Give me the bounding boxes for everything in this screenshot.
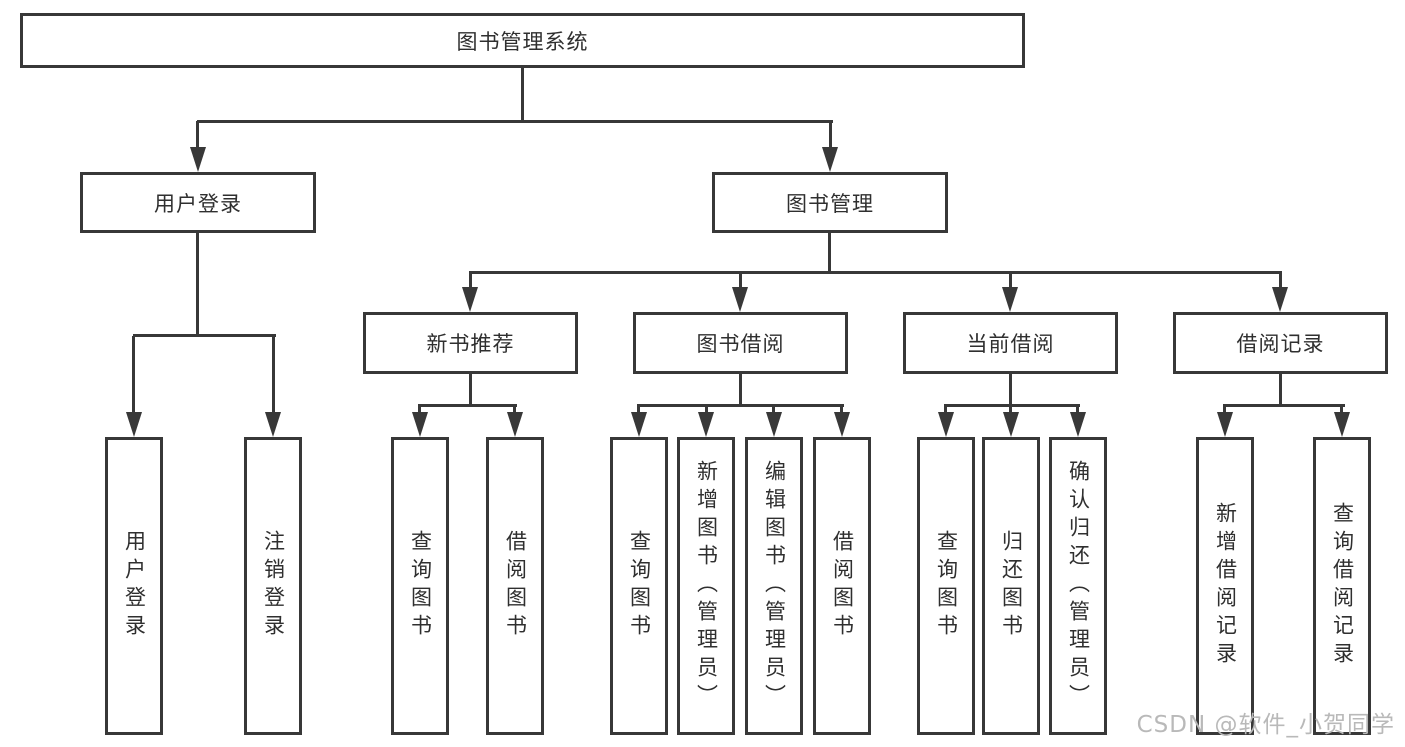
leaf-borrow-books: 借阅图书 [813, 437, 871, 735]
connector-line [1009, 405, 1012, 417]
connector-line [469, 271, 1282, 274]
arrow-down-icon [1002, 287, 1018, 312]
node-root-label: 图书管理系统 [456, 29, 589, 54]
connector-line [197, 120, 833, 123]
leaf-query-books-current: 查询图书 [917, 437, 975, 735]
arrow-down-icon [1217, 412, 1233, 437]
leaf-confirm-return-admin-label: 确认归还（管理员） [1066, 460, 1091, 712]
leaf-edit-books-admin: 编辑图书（管理员） [745, 437, 803, 735]
connector-line [1009, 272, 1012, 290]
connector-line [469, 374, 472, 407]
arrow-down-icon [126, 412, 142, 437]
connector-line [944, 404, 1080, 407]
connector-line [132, 336, 135, 416]
connector-line [513, 405, 516, 417]
leaf-add-borrow-record: 新增借阅记录 [1196, 437, 1254, 735]
connector-line [196, 121, 199, 151]
connector-line [133, 334, 276, 337]
connector-line [469, 272, 472, 290]
node-user-login: 用户登录 [80, 172, 316, 233]
arrow-down-icon [732, 287, 748, 312]
arrow-down-icon [1272, 287, 1288, 312]
connector-line [1223, 404, 1345, 407]
arrow-down-icon [412, 412, 428, 437]
leaf-add-borrow-record-label: 新增借阅记录 [1213, 502, 1238, 670]
leaf-user-login-label: 用户登录 [122, 530, 147, 642]
node-user-login-label: 用户登录 [154, 191, 242, 216]
connector-line [772, 405, 775, 417]
arrow-down-icon [698, 412, 714, 437]
leaf-query-books-borrow: 查询图书 [610, 437, 668, 735]
arrow-down-icon [1070, 412, 1086, 437]
node-current-borrow-label: 当前借阅 [966, 332, 1055, 356]
node-book-borrow: 图书借阅 [633, 312, 848, 374]
connector-line [840, 405, 843, 417]
connector-line [739, 272, 742, 290]
leaf-add-books-admin: 新增图书（管理员） [677, 437, 735, 735]
leaf-add-books-admin-label: 新增图书（管理员） [694, 460, 719, 712]
node-book-borrow-label: 图书借阅 [696, 332, 785, 356]
leaf-query-borrow-record: 查询借阅记录 [1313, 437, 1371, 735]
node-borrow-records: 借阅记录 [1173, 312, 1388, 374]
leaf-edit-books-admin-label: 编辑图书（管理员） [762, 460, 787, 712]
connector-line [1009, 374, 1012, 407]
node-borrow-records-label: 借阅记录 [1236, 332, 1325, 356]
leaf-confirm-return-admin: 确认归还（管理员） [1049, 437, 1107, 735]
leaf-logout: 注销登录 [244, 437, 302, 735]
leaf-return-books: 归还图书 [982, 437, 1040, 735]
arrow-down-icon [1003, 412, 1019, 437]
connector-line [418, 404, 517, 407]
arrow-down-icon [938, 412, 954, 437]
connector-line [829, 121, 832, 151]
leaf-query-borrow-record-label: 查询借阅记录 [1330, 502, 1355, 670]
connector-line [637, 405, 640, 417]
csdn-watermark: CSDN @软件_小贺同学 [1136, 712, 1395, 738]
connector-line [418, 405, 421, 417]
leaf-borrow-books-recommend: 借阅图书 [486, 437, 544, 735]
arrow-down-icon [766, 412, 782, 437]
node-new-book-recommend: 新书推荐 [363, 312, 578, 374]
node-current-borrow: 当前借阅 [903, 312, 1118, 374]
connector-line [196, 233, 199, 337]
node-root: 图书管理系统 [20, 13, 1025, 68]
connector-line [828, 233, 831, 274]
arrow-down-icon [507, 412, 523, 437]
connector-line [944, 405, 947, 417]
connector-line [705, 405, 708, 417]
leaf-query-books-current-label: 查询图书 [934, 530, 959, 642]
arrow-down-icon [834, 412, 850, 437]
connector-line [272, 336, 275, 416]
connector-line [1076, 405, 1079, 417]
leaf-logout-label: 注销登录 [261, 530, 286, 642]
connector-line [739, 374, 742, 407]
arrow-down-icon [1334, 412, 1350, 437]
node-book-management-label: 图书管理 [786, 191, 874, 216]
node-book-management: 图书管理 [712, 172, 948, 233]
arrow-down-icon [631, 412, 647, 437]
leaf-borrow-books-recommend-label: 借阅图书 [503, 530, 528, 642]
leaf-query-books-recommend: 查询图书 [391, 437, 449, 735]
arrow-down-icon [462, 287, 478, 312]
connector-line [521, 68, 524, 123]
leaf-return-books-label: 归还图书 [999, 530, 1024, 642]
arrow-down-icon [822, 147, 838, 172]
arrow-down-icon [265, 412, 281, 437]
connector-line [637, 404, 844, 407]
connector-line [1340, 405, 1343, 417]
arrow-down-icon [190, 147, 206, 172]
leaf-user-login: 用户登录 [105, 437, 163, 735]
connector-line [1279, 272, 1282, 290]
leaf-query-books-borrow-label: 查询图书 [627, 530, 652, 642]
node-new-book-recommend-label: 新书推荐 [426, 332, 515, 356]
leaf-borrow-books-label: 借阅图书 [830, 530, 855, 642]
leaf-query-books-recommend-label: 查询图书 [408, 530, 433, 642]
connector-line [1223, 405, 1226, 417]
connector-line [1279, 374, 1282, 407]
